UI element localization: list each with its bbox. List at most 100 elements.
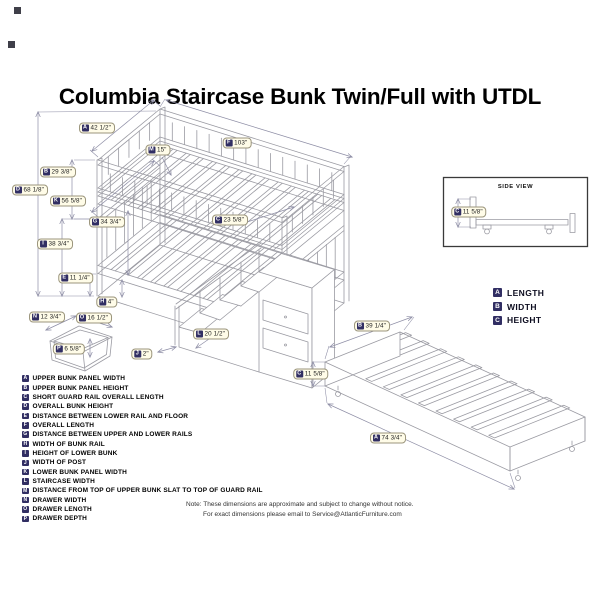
- legend-label: HEIGHT OF LOWER BUNK: [32, 449, 118, 457]
- dim-value: 12 3/4": [40, 313, 61, 321]
- dim-badge: F: [225, 139, 233, 147]
- legend-badge: D: [22, 403, 29, 410]
- dim-badge: H: [98, 298, 106, 306]
- dim-badge: P: [55, 345, 63, 353]
- legend-label: DISTANCE BETWEEN LOWER RAIL AND FLOOR: [32, 412, 189, 420]
- legend-label: DRAWER LENGTH: [32, 505, 92, 513]
- disclaimer-note: Note: These dimensions are approximate a…: [186, 500, 414, 520]
- dim-value: 11 5/8": [462, 208, 483, 216]
- note-label: Note:: [186, 501, 202, 508]
- legend-label: WIDTH OF BUNK RAIL: [32, 440, 105, 448]
- legend-badge: K: [22, 468, 29, 476]
- dim-value: 2": [142, 350, 149, 358]
- legend-label: DRAWER WIDTH: [32, 496, 87, 504]
- legend-label: SHORT GUARD RAIL OVERALL LENGTH: [32, 393, 164, 401]
- legend-badge: C: [22, 394, 29, 401]
- dim-value: 6 5/8": [64, 345, 82, 353]
- dim-badge: C: [214, 216, 222, 224]
- dim-badge: B: [42, 168, 50, 176]
- legend-label: OVERALL LENGTH: [32, 421, 95, 429]
- dim-badge: M: [147, 146, 155, 154]
- dim-value: 74 3/4": [381, 434, 402, 442]
- abc-legend-row: C HEIGHT: [493, 314, 544, 328]
- legend-badge: E: [22, 412, 29, 420]
- dim-badge: A: [81, 124, 89, 132]
- legend-badge: N: [22, 496, 29, 504]
- legend-badge: L: [22, 478, 29, 485]
- legend-badge: A: [493, 288, 502, 298]
- dim-badge: C: [453, 208, 461, 216]
- legend-label: WIDTH OF POST: [32, 459, 87, 467]
- side-view-inset-drawing: [442, 176, 589, 248]
- artifact-mark: [14, 7, 21, 14]
- dim-value: 16 1/2": [87, 314, 108, 322]
- dim-badge: B: [356, 322, 364, 330]
- dim-badge: N: [31, 313, 39, 321]
- legend-label: DRAWER DEPTH: [32, 515, 88, 523]
- legend-badge: B: [22, 384, 29, 392]
- dim-value: 34 3/4": [100, 218, 121, 226]
- dim-badge: E: [60, 274, 68, 282]
- dim-value: 29 3/8": [51, 168, 72, 176]
- dim-badge: L: [195, 330, 203, 338]
- legend-label: HEIGHT: [507, 315, 542, 326]
- legend-badge: G: [22, 431, 29, 438]
- staircase-drawing: [174, 242, 335, 389]
- legend-label: STAIRCASE WIDTH: [32, 477, 95, 485]
- legend-badge: H: [22, 440, 29, 448]
- dim-value: 11 5/8": [304, 370, 325, 378]
- legend-badge: C: [493, 315, 502, 325]
- legend-label: LENGTH: [507, 287, 545, 298]
- dim-value: 11 1/4": [69, 274, 90, 282]
- legend-label: OVERALL BUNK HEIGHT: [32, 403, 114, 411]
- legend-badge: B: [493, 302, 502, 312]
- side-view-title: SIDE VIEW: [497, 184, 534, 190]
- dim-badge: I: [39, 240, 47, 248]
- dim-badge: C: [295, 370, 303, 378]
- dim-badge: K: [52, 197, 60, 205]
- legend-label: LOWER BUNK PANEL WIDTH: [32, 468, 127, 476]
- legend-label: DISTANCE FROM TOP OF UPPER BUNK SLAT TO …: [32, 487, 263, 495]
- dim-value: 56 5/8": [61, 197, 82, 205]
- dim-badge: D: [14, 186, 22, 194]
- dim-badge: J: [133, 350, 141, 358]
- artifact-mark: [8, 41, 15, 48]
- legend-badge: P: [22, 515, 29, 523]
- note-line2: For exact dimensions please email to Ser…: [203, 510, 402, 518]
- legend-badge: I: [22, 450, 29, 457]
- legend-badge: M: [22, 487, 29, 495]
- dim-badge: O: [78, 314, 86, 322]
- dim-value: 39 1/4": [365, 322, 386, 330]
- dim-value: 23 5/8": [223, 216, 244, 224]
- legend-badge: F: [22, 422, 29, 429]
